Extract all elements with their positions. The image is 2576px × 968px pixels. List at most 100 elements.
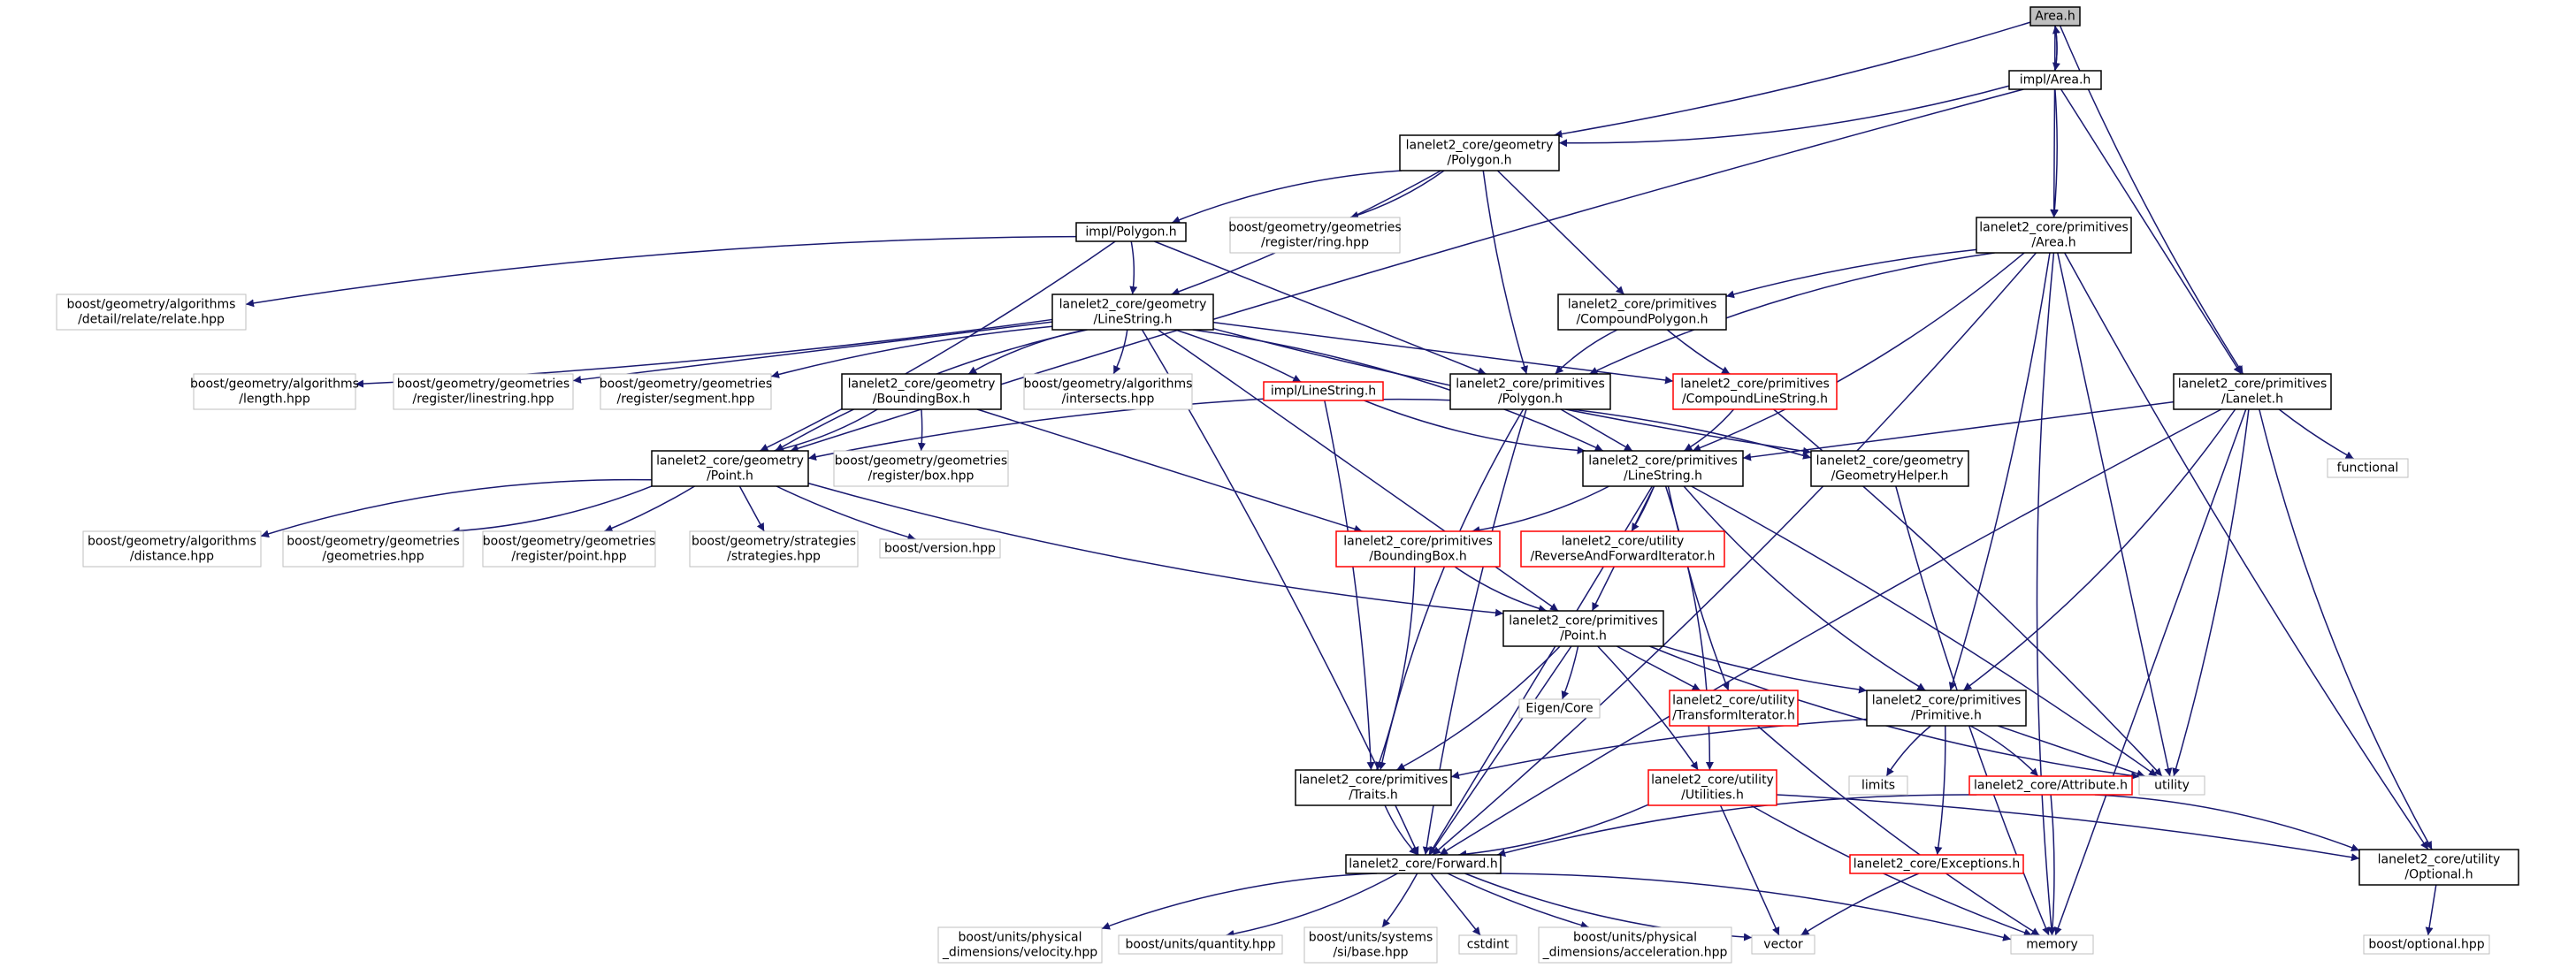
node-box-area_h — [2029, 6, 2081, 27]
node-prim_compoundpolygon[interactable]: lanelet2_core/primitives/CompoundPolygon… — [1557, 293, 1727, 331]
node-prim_lanelet[interactable]: lanelet2_core/primitives/Lanelet.h — [2173, 373, 2332, 410]
node-label-geom_geometryhelper: /GeometryHelper.h — [1831, 469, 1949, 484]
node-prim_boundingbox[interactable]: lanelet2_core/primitives/BoundingBox.h — [1335, 530, 1501, 568]
include-edge-prim_primitive-to-utility — [1998, 725, 2145, 778]
node-box-functional — [2327, 458, 2409, 478]
node-label-prim_linestring: lanelet2_core/primitives — [1588, 454, 1738, 469]
include-edge-geom_polygon-to-prim_polygon — [1482, 170, 1528, 375]
node-box-prim_primitive — [1866, 690, 2027, 727]
node-label-intersects_hpp: /intersects.hpp — [1062, 393, 1155, 407]
include-edge-geom_linestring-to-geom_boundingbox — [967, 329, 1087, 375]
node-geom_point[interactable]: lanelet2_core/geometry/Point.h — [651, 450, 809, 487]
node-label-prim_linestring: /LineString.h — [1624, 469, 1702, 484]
node-box-point_hpp — [482, 530, 656, 568]
node-prim_primitive[interactable]: lanelet2_core/primitives/Primitive.h — [1866, 690, 2027, 727]
node-label-forward_h: lanelet2_core/Forward.h — [1349, 857, 1498, 872]
node-util_utilities[interactable]: lanelet2_core/utility/Utilities.h — [1647, 769, 1777, 806]
include-edge-prim_linestring-to-util_utilities — [1664, 485, 1714, 771]
node-label-prim_area: /Area.h — [2031, 236, 2075, 250]
node-label-util_reverse: /ReverseAndForwardIterator.h — [1530, 550, 1715, 564]
node-box-si_base_hpp — [1303, 926, 1438, 964]
include-edge-util_utilities-to-vector — [1719, 804, 1780, 936]
node-geom_boundingbox[interactable]: lanelet2_core/geometry/BoundingBox.h — [841, 373, 1002, 410]
include-edge-util_transform-to-memory — [1756, 725, 2040, 936]
include-edge-geom_point-to-point_hpp — [604, 485, 695, 532]
node-limits: limits — [1848, 775, 1908, 796]
node-util_reverse[interactable]: lanelet2_core/utility/ReverseAndForwardI… — [1520, 530, 1725, 568]
node-util_optional[interactable]: lanelet2_core/utility/Optional.h — [2358, 849, 2519, 886]
node-prim_polygon[interactable]: lanelet2_core/primitives/Polygon.h — [1449, 373, 1611, 410]
node-label-functional: functional — [2337, 461, 2399, 476]
node-label-geom_boundingbox: lanelet2_core/geometry — [848, 377, 996, 392]
node-box-velocity_hpp — [937, 926, 1103, 964]
node-label-util_reverse: lanelet2_core/utility — [1562, 535, 1685, 549]
node-impl_linestring[interactable]: impl/LineString.h — [1263, 381, 1384, 401]
node-prim_traits[interactable]: lanelet2_core/primitives/Traits.h — [1295, 769, 1452, 806]
include-edge-prim_boundingbox-to-prim_point — [1454, 566, 1548, 613]
node-label-relate_hpp: boost/geometry/algorithms — [67, 298, 236, 312]
node-label-geom_point: lanelet2_core/geometry — [656, 454, 804, 469]
node-label-acceleration_hpp: boost/units/physical — [1573, 931, 1697, 945]
node-si_base_hpp: boost/units/systems/si/base.hpp — [1303, 926, 1438, 964]
include-edge-impl_polygon-to-geom_linestring — [1129, 240, 1138, 295]
node-prim_linestring[interactable]: lanelet2_core/primitives/LineString.h — [1582, 450, 1744, 487]
node-label-box_hpp: /register/box.hpp — [868, 469, 975, 484]
node-prim_point[interactable]: lanelet2_core/primitives/Point.h — [1502, 610, 1664, 647]
node-box-box_hpp — [833, 450, 1009, 487]
node-eigen_core: Eigen/Core — [1518, 698, 1601, 719]
include-edge-prim_primitive-to-limits — [1885, 725, 1931, 777]
node-label-util_utilities: lanelet2_core/utility — [1651, 774, 1774, 788]
node-label-prim_primitive: /Primitive.h — [1911, 709, 1982, 723]
node-label-distance_hpp: /distance.hpp — [130, 550, 214, 564]
node-quantity_hpp: boost/units/quantity.hpp — [1118, 934, 1283, 955]
include-edge-prim_area-to-prim_compoundpolygon — [1725, 248, 1977, 299]
include-edge-forward_h-to-cstdint — [1430, 873, 1481, 936]
node-label-velocity_hpp: boost/units/physical — [958, 931, 1082, 945]
node-box-exceptions_h — [1849, 854, 2024, 874]
node-label-geometries_hpp: boost/geometry/geometries — [287, 535, 459, 549]
include-edge-geom_boundingbox-to-box_hpp — [917, 408, 926, 452]
node-prim_area[interactable]: lanelet2_core/primitives/Area.h — [1976, 217, 2132, 254]
node-label-impl_area: impl/Area.h — [2020, 73, 2091, 88]
include-edge-prim_lanelet-to-memory — [2054, 408, 2247, 936]
node-functional: functional — [2327, 458, 2409, 478]
node-box-eigen_core — [1518, 698, 1601, 719]
include-edge-forward_h-to-memory — [1495, 873, 2012, 941]
node-box-prim_lanelet — [2173, 373, 2332, 410]
node-box-geom_linestring — [1051, 293, 1214, 331]
node-box-prim_point — [1502, 610, 1664, 647]
node-label-prim_point: /Point.h — [1560, 629, 1607, 644]
node-label-prim_compoundpolygon: /CompoundPolygon.h — [1576, 313, 1708, 327]
node-area_h[interactable]: Area.h — [2029, 6, 2081, 27]
include-edge-prim_area-to-utility — [2057, 252, 2173, 777]
node-prim_compoundlinestring[interactable]: lanelet2_core/primitives/CompoundLineStr… — [1672, 373, 1838, 410]
node-label-geom_polygon: lanelet2_core/geometry — [1406, 139, 1554, 153]
node-memory: memory — [2010, 934, 2094, 955]
node-label-prim_area: lanelet2_core/primitives — [1979, 221, 2129, 235]
node-label-linestring_hpp: boost/geometry/geometries — [397, 377, 569, 392]
include-edge-prim_lanelet-to-utility — [2172, 408, 2250, 777]
node-box-quantity_hpp — [1118, 934, 1283, 955]
include-edge-forward_h-to-quantity_hpp — [1226, 873, 1398, 938]
node-vector: vector — [1751, 934, 1815, 955]
node-impl_area[interactable]: impl/Area.h — [2008, 70, 2102, 90]
include-edge-geom_linestring-to-prim_compoundlinestring — [1212, 321, 1674, 385]
include-edge-prim_area-to-memory — [2036, 252, 2056, 936]
node-geom_geometryhelper[interactable]: lanelet2_core/geometry/GeometryHelper.h — [1810, 450, 1969, 487]
include-edge-geom_boundingbox-to-geom_point — [774, 408, 878, 454]
node-box-prim_polygon — [1449, 373, 1611, 410]
include-edge-prim_area-to-prim_polygon — [1589, 252, 1995, 375]
include-edge-prim_linestring-to-prim_boundingbox — [1471, 485, 1609, 535]
node-util_transform[interactable]: lanelet2_core/utility/TransformIterator.… — [1669, 690, 1799, 727]
node-box-prim_boundingbox — [1335, 530, 1501, 568]
node-attribute_h[interactable]: lanelet2_core/Attribute.h — [1968, 775, 2133, 796]
node-geom_linestring[interactable]: lanelet2_core/geometry/LineString.h — [1051, 293, 1214, 331]
node-impl_polygon[interactable]: impl/Polygon.h — [1075, 222, 1187, 242]
node-exceptions_h[interactable]: lanelet2_core/Exceptions.h — [1849, 854, 2024, 874]
node-box-limits — [1848, 775, 1908, 796]
node-acceleration_hpp: boost/units/physical_dimensions/accelera… — [1538, 926, 1732, 964]
node-label-strategies_hpp: boost/geometry/strategies — [692, 535, 856, 549]
node-box_hpp: boost/geometry/geometries/register/box.h… — [833, 450, 1009, 487]
node-forward_h[interactable]: lanelet2_core/Forward.h — [1345, 854, 1502, 874]
node-geom_polygon[interactable]: lanelet2_core/geometry/Polygon.h — [1399, 134, 1560, 171]
